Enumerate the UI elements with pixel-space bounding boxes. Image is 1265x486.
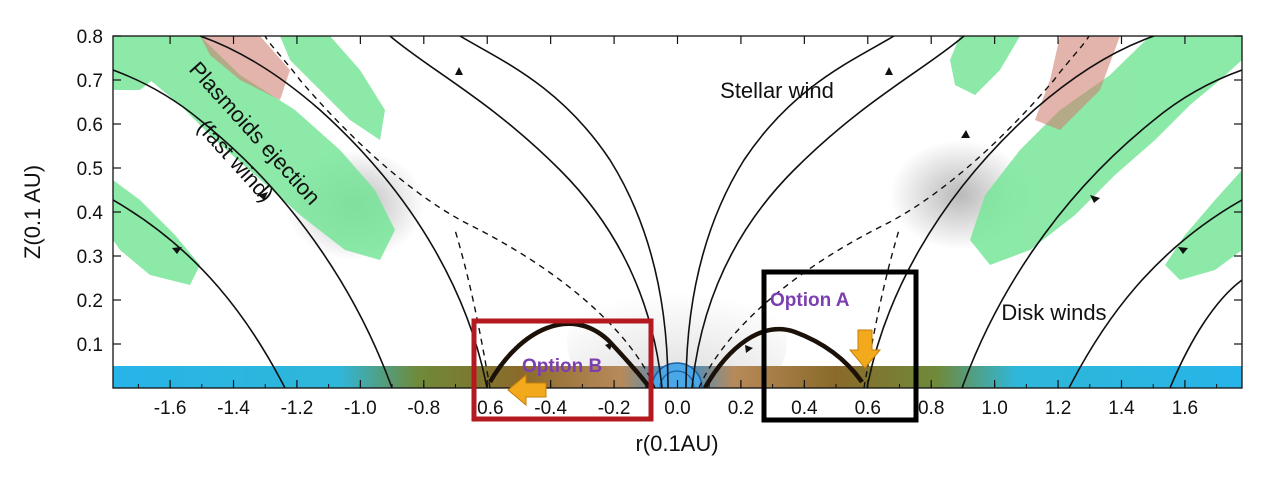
- x-tick-label: 1.4: [1108, 398, 1135, 419]
- x-tick-label: 1.6: [1172, 398, 1198, 419]
- field-line-stellar-left-2: [459, 36, 669, 388]
- arrow-marker: [258, 192, 268, 200]
- y-tick-label: 0.5: [77, 159, 103, 180]
- field-line-disk-left-1: [113, 69, 393, 388]
- arrow-marker: [455, 67, 463, 75]
- x-axis-ticks: -1.6 -1.4 -1.2 -1.0 -0.8 -0.6 -0.4 -0.2 0.0 0.2 0.…: [137, 36, 1218, 419]
- x-tick-label: -0.2: [598, 398, 631, 419]
- y-tick-label: 0.8: [77, 27, 103, 48]
- option-b-box: [471, 318, 654, 422]
- arrow-marker: [1178, 247, 1188, 254]
- y-axis-title: Z(0.1 AU): [20, 165, 45, 259]
- arrow-marker: [745, 345, 753, 353]
- separatrix-left-inner: [454, 229, 491, 388]
- y-tick-label: 0.4: [77, 203, 104, 224]
- x-tick-label: 0.0: [664, 398, 690, 419]
- option-a-label: Option A: [770, 290, 850, 311]
- field-line-stellar-right-2: [685, 36, 895, 388]
- y-tick-label: 0.7: [77, 71, 103, 92]
- field-line-disk-left-3: [199, 36, 488, 388]
- field-line-disk-right-2: [1068, 199, 1242, 388]
- x-tick-label: 0.4: [791, 398, 818, 419]
- field-line-disk-left-2: [113, 199, 286, 388]
- x-tick-label: -1.4: [217, 398, 250, 419]
- x-tick-label: -1.6: [154, 398, 187, 419]
- closed-loop-right: [703, 327, 864, 388]
- disk-winds-label: Disk winds: [1001, 300, 1106, 325]
- y-tick-label: 0.6: [77, 115, 103, 136]
- x-tick-label: -0.6: [471, 398, 504, 419]
- y-axis-ticks: 0.1 0.2 0.3 0.4 0.5 0.6 0.7 0.8: [77, 27, 1242, 356]
- option-a-box: [761, 269, 919, 423]
- field-line-disk-right-1: [961, 69, 1242, 388]
- x-tick-label: 0.8: [918, 398, 944, 419]
- arrow-marker: [1090, 195, 1100, 203]
- x-tick-label: 1.2: [1045, 398, 1071, 419]
- separatrix-right: [698, 36, 1090, 388]
- y-tick-label: 0.1: [77, 335, 103, 356]
- separatrix-right-inner: [863, 229, 900, 388]
- arrow-marker: [961, 130, 970, 138]
- separatrix-lines: [264, 36, 1090, 388]
- y-tick-label: 0.2: [77, 291, 103, 312]
- field-direction-arrows: [172, 67, 1188, 353]
- option-b-label: Option B: [522, 356, 602, 377]
- central-glow: [567, 260, 787, 388]
- arrow-marker: [172, 247, 182, 254]
- x-tick-label: 0.6: [855, 398, 881, 419]
- stellar-wind-label: Stellar wind: [720, 78, 834, 103]
- x-tick-label: -0.8: [407, 398, 440, 419]
- x-tick-label: -0.4: [534, 398, 567, 419]
- arrow-marker: [605, 342, 613, 350]
- closed-loop-left: [488, 321, 652, 388]
- separatrix-left: [264, 36, 656, 388]
- x-axis-title: r(0.1AU): [635, 431, 718, 456]
- x-tick-label: 1.0: [981, 398, 1007, 419]
- stellar-magnetosphere: [651, 362, 703, 388]
- x-tick-label: -1.0: [344, 398, 377, 419]
- plasmoid-region-left: [113, 36, 395, 285]
- y-tick-label: 0.3: [77, 247, 103, 268]
- x-tick-label: -1.2: [281, 398, 314, 419]
- plot-area: [113, 36, 1242, 388]
- field-line-disk-right-4: [1169, 279, 1242, 388]
- option-b-arrow-icon: [507, 373, 547, 407]
- arrow-marker: [885, 67, 893, 75]
- option-a-arrow-icon: [848, 329, 882, 369]
- field-line-stellar-right-1: [691, 36, 965, 388]
- field-line-disk-right-3: [866, 36, 1155, 388]
- x-tick-label: 0.2: [728, 398, 754, 419]
